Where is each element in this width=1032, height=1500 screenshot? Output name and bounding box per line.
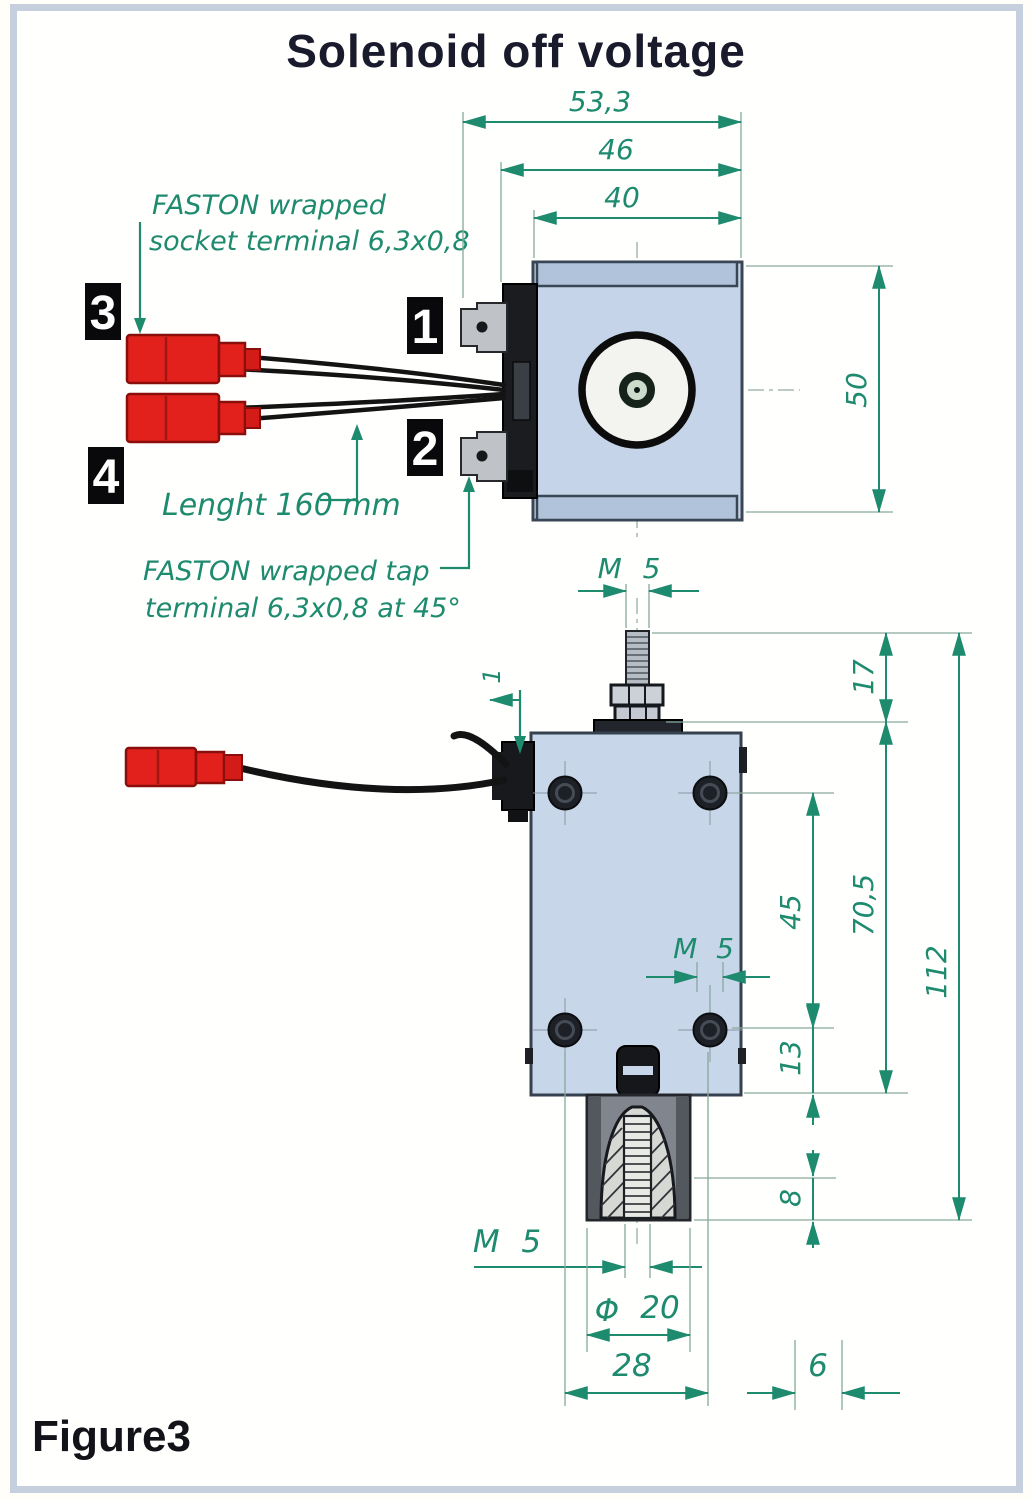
spade-terminal-2 — [460, 431, 508, 482]
dim-base-width: 28 — [563, 1052, 710, 1406]
screw-top-left — [533, 761, 597, 825]
svg-text:Φ: Φ — [595, 1293, 619, 1329]
dim-screw-to-base: 13 — [774, 996, 820, 1125]
coil-top-cap — [535, 260, 739, 288]
leader-wire-length — [320, 424, 363, 502]
note-socket-terminal-line2: socket terminal 6,3x0,8 — [149, 226, 470, 257]
dim-overall-height: 112 — [694, 631, 972, 1222]
screw-bottom-left — [533, 998, 597, 1062]
note-wire-length: Lenght 160 mm — [162, 488, 401, 523]
plunger-thread-column — [622, 1114, 653, 1220]
svg-text:28: 28 — [612, 1348, 651, 1384]
leader-tap-terminal — [440, 476, 475, 570]
body-side-nubs — [525, 747, 747, 1064]
leader-socket-terminal — [134, 222, 146, 334]
mounting-screws — [533, 761, 742, 1062]
svg-text:40: 40 — [604, 181, 640, 214]
svg-text:53,3: 53,3 — [569, 85, 631, 118]
pole-center-dot — [634, 387, 640, 393]
wire-pigtail — [450, 731, 510, 768]
faston-terminal-front — [124, 746, 243, 788]
dim-body-width: 40 — [532, 181, 743, 258]
dim-plate-thickness: 1 — [478, 668, 526, 754]
dim-plunger-exposed: 8 — [694, 1150, 836, 1248]
svg-text:70,5: 70,5 — [847, 874, 880, 936]
connector-lower-detail — [507, 470, 533, 492]
marker-2: 2 — [407, 419, 443, 476]
stud-nut-upper — [609, 683, 665, 707]
svg-text:6: 6 — [808, 1348, 828, 1384]
dim-side-offset: 6 — [747, 1340, 900, 1410]
dim-plunger-thread: M 5 — [473, 1224, 702, 1278]
dim-flange-width: 46 — [499, 133, 743, 282]
plunger-stud — [625, 630, 650, 686]
top-view: 3 1 4 2 FASTON wrapped socket terminal 6… — [85, 85, 893, 624]
wire-bundle-top-view — [234, 353, 507, 423]
wire-front-view — [236, 764, 508, 794]
svg-text:17: 17 — [847, 659, 880, 695]
svg-text:13: 13 — [774, 1040, 807, 1076]
dim-plunger-diameter: Φ 20 — [585, 1228, 692, 1352]
svg-text:1: 1 — [412, 301, 439, 354]
dim-screw-thread: M 5 — [646, 932, 770, 1012]
connector-slot — [512, 361, 531, 421]
svg-text:46: 46 — [598, 133, 634, 166]
svg-text:20: 20 — [640, 1290, 679, 1326]
note-tap-terminal-line1: FASTON wrapped tap — [143, 556, 430, 587]
note-tap-terminal-line2: terminal 6,3x0,8 at 45° — [145, 593, 461, 624]
svg-text:45: 45 — [774, 894, 807, 930]
dim-screw-spacing: 45 — [732, 791, 834, 1030]
page-title: Solenoid off voltage — [286, 25, 746, 77]
note-socket-terminal-line1: FASTON wrapped — [152, 190, 387, 221]
dim-body-height-top-view: 50 — [746, 264, 893, 514]
dim-overall-width: 53,3 — [461, 85, 743, 298]
svg-text:M 5: M 5 — [598, 552, 667, 585]
marker-4: 4 — [88, 447, 124, 504]
svg-text:50: 50 — [840, 372, 873, 408]
bottom-nut-detail — [616, 1045, 660, 1097]
svg-text:4: 4 — [93, 451, 120, 504]
figure-caption: Figure3 — [32, 1412, 191, 1461]
dim-body-height-front: 70,5 — [744, 720, 908, 1095]
faston-socket-terminal-lower — [125, 392, 261, 444]
marker-3: 3 — [85, 283, 121, 340]
faston-socket-terminal-upper — [125, 333, 261, 385]
svg-text:3: 3 — [90, 287, 117, 340]
marker-1: 1 — [407, 297, 443, 354]
screw-top-right — [678, 761, 742, 825]
dim-stud-height: 17 — [652, 631, 972, 724]
plunger-tip — [599, 1105, 677, 1220]
svg-text:112: 112 — [920, 945, 953, 998]
svg-text:M 5: M 5 — [673, 932, 739, 965]
svg-text:1: 1 — [478, 668, 506, 683]
dim-stud-thread: M 5 — [578, 552, 699, 628]
svg-text:2: 2 — [412, 423, 439, 476]
svg-text:M 5: M 5 — [473, 1224, 547, 1260]
coil-bottom-cap — [535, 494, 739, 522]
front-view: M 5 1 17 45 — [124, 552, 972, 1410]
screw-bottom-right — [678, 998, 742, 1062]
svg-text:8: 8 — [774, 1189, 807, 1207]
spade-terminal-1 — [460, 302, 508, 353]
